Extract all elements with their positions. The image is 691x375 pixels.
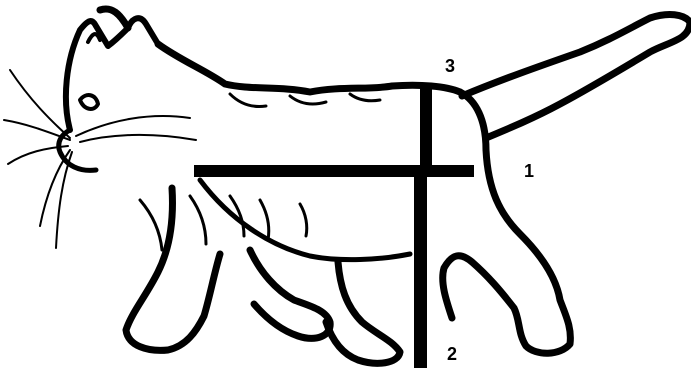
measurement-lines (194, 88, 474, 368)
cat-front-leg-right (250, 250, 330, 338)
measurement-label-3: 3 (445, 57, 455, 75)
cat-front-leg-left (126, 188, 220, 350)
cat-whiskers (4, 70, 196, 248)
cat-tail (462, 15, 690, 138)
measurement-label-1: 1 (524, 162, 534, 180)
measurement-line-2 (414, 168, 427, 368)
measurement-line-3 (420, 88, 432, 166)
measurement-label-2: 2 (447, 345, 457, 363)
cat-back-outline (158, 44, 460, 92)
cat-head-outline (66, 18, 158, 130)
cat-middle-leg (326, 262, 400, 363)
cat-back-fur (230, 94, 380, 107)
cat-ear-inner (88, 34, 100, 42)
cat-ear (100, 9, 128, 28)
measurement-line-1 (194, 165, 474, 177)
cat-eye (80, 95, 98, 109)
